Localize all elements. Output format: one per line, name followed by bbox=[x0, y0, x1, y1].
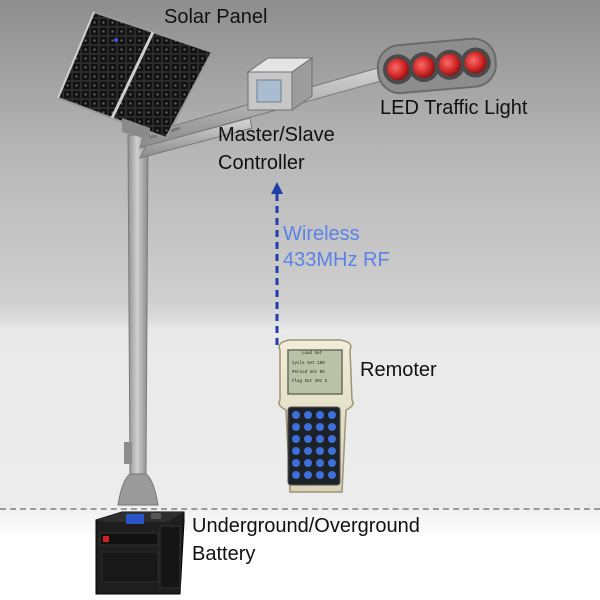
controller-box bbox=[246, 57, 314, 111]
screen-line-3: Period Set 06 bbox=[292, 370, 325, 375]
keypad-button bbox=[292, 447, 300, 455]
keypad-button bbox=[304, 435, 312, 443]
keypad-button bbox=[304, 459, 312, 467]
wireless-label-line2: 433MHz RF bbox=[283, 249, 390, 271]
keypad-button bbox=[316, 435, 324, 443]
keypad-button bbox=[292, 411, 300, 419]
ground-line bbox=[0, 508, 600, 510]
keypad-button bbox=[328, 459, 336, 467]
keypad-button bbox=[292, 423, 300, 431]
battery-box bbox=[95, 511, 185, 595]
remoter-brand: Lamelix bbox=[302, 486, 320, 492]
wireless-arrow bbox=[271, 182, 283, 345]
keypad-button bbox=[316, 411, 324, 419]
remoter-label: Remoter bbox=[360, 359, 437, 381]
screen-line-2: Cycle Set 100 bbox=[292, 361, 325, 366]
keypad-button bbox=[316, 423, 324, 431]
keypad-button bbox=[292, 459, 300, 467]
keypad-button bbox=[328, 435, 336, 443]
wireless-label-line1: Wireless bbox=[283, 223, 360, 245]
keypad-button bbox=[304, 423, 312, 431]
solar-panel bbox=[56, 10, 214, 140]
remoter-keypad bbox=[287, 406, 341, 486]
remoter-device bbox=[278, 339, 354, 493]
keypad-button bbox=[292, 471, 300, 479]
keypad-button bbox=[316, 459, 324, 467]
traffic-light-label: LED Traffic Light bbox=[380, 97, 528, 119]
keypad-button bbox=[304, 471, 312, 479]
solar-panel-label: Solar Panel bbox=[164, 6, 268, 28]
screen-line-1: Load Set bbox=[302, 351, 323, 356]
keypad-button bbox=[292, 435, 300, 443]
keypad-button bbox=[328, 447, 336, 455]
keypad-button bbox=[304, 411, 312, 419]
pole bbox=[117, 134, 159, 506]
screen-line-4: Flag Set 391 S bbox=[292, 379, 328, 384]
battery-label-line2: Battery bbox=[192, 543, 256, 565]
keypad-button bbox=[328, 411, 336, 419]
led-traffic-light bbox=[376, 37, 497, 95]
keypad-button bbox=[316, 471, 324, 479]
remoter-screen bbox=[287, 349, 343, 395]
keypad-button bbox=[328, 471, 336, 479]
controller-label-line2: Controller bbox=[218, 152, 305, 174]
keypad-button bbox=[316, 447, 324, 455]
battery-label-line1: Underground/Overground bbox=[192, 515, 420, 537]
keypad-button bbox=[328, 423, 336, 431]
keypad-button bbox=[304, 447, 312, 455]
controller-label-line1: Master/Slave bbox=[218, 124, 335, 146]
